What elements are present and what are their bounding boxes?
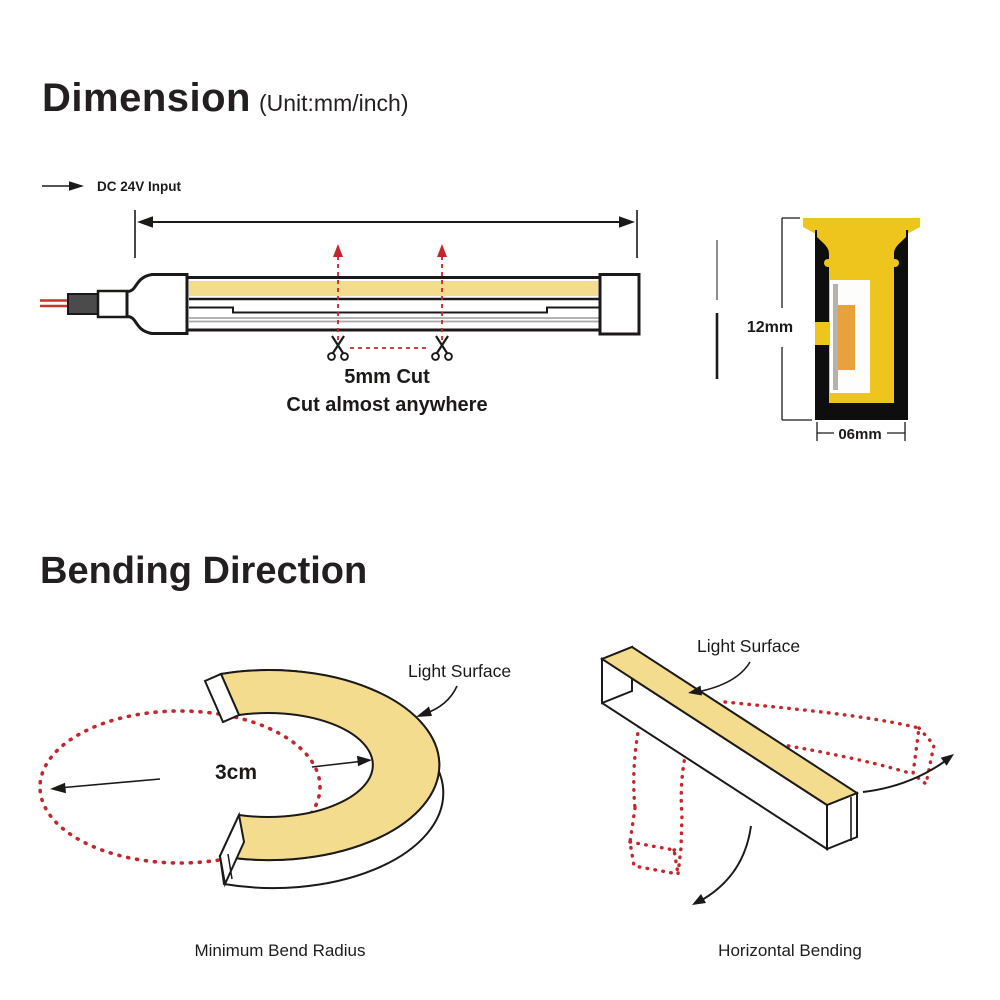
- cut-arrow-up-icon: [333, 244, 343, 257]
- curved-strip-light-surface: [218, 669, 441, 862]
- dimension-arrowhead-left-icon: [137, 216, 153, 228]
- bending-title-text: Bending Direction: [40, 550, 368, 592]
- light-surface-arrowhead-icon: [416, 706, 432, 717]
- horizontal-bend-caption: Horizontal Bending: [718, 941, 862, 960]
- curved-strip-end-face-bottom: [218, 811, 246, 888]
- bent-position-down-dotted: [628, 685, 697, 876]
- radius-arrowhead-right-icon: [357, 755, 372, 767]
- light-surface-arrowhead-icon: [688, 685, 702, 696]
- dimension-section-title: Dimension (Unit:mm/inch): [42, 76, 409, 121]
- cross-section-diagram: 12mm 06mm: [747, 217, 920, 443]
- dimension-arrowhead-right-icon: [619, 216, 635, 228]
- horizontal-bend-diagram: Light Surface: [599, 636, 954, 905]
- bending-section-title: Bending Direction: [40, 550, 367, 593]
- bend-radius-diagram: 3cm Light Surface: [38, 661, 511, 890]
- light-surface-pointer: [696, 661, 751, 693]
- cut-marks: 5mm Cut Cut almost anywhere: [286, 244, 488, 416]
- strip-drawing: [40, 273, 641, 336]
- bend-arrow-right: [862, 758, 949, 793]
- width-label: 06mm: [838, 426, 881, 443]
- bend-circle-dotted: [38, 709, 322, 865]
- strip-light-surface: [189, 281, 598, 296]
- end-cap-bell: [125, 273, 189, 335]
- dc-input-label: DC 24V Input: [97, 179, 182, 194]
- cut-title-label: 5mm Cut: [344, 366, 430, 388]
- dc-input-arrow-icon: [69, 181, 84, 191]
- profile-notch: [824, 259, 832, 267]
- height-label: 12mm: [747, 319, 793, 336]
- profile-notch: [891, 259, 899, 267]
- bend-arrow-down: [699, 825, 752, 902]
- radius-label: 3cm: [215, 761, 257, 784]
- strip-pcb-line: [189, 306, 599, 314]
- profile-led: [838, 305, 855, 370]
- scissors-icon: [327, 335, 349, 361]
- cut-arrow-up-icon: [437, 244, 447, 257]
- end-face-detail-line: [227, 853, 233, 880]
- cut-subtitle-label: Cut almost anywhere: [286, 394, 487, 416]
- radius-arrow-line: [311, 760, 361, 768]
- radius-arrowhead-left-icon: [50, 782, 66, 794]
- dimension-title-text: Dimension: [42, 76, 251, 120]
- strip-end-cap: [598, 273, 641, 336]
- length-dimension: [134, 210, 638, 258]
- profile-pcb: [833, 284, 838, 390]
- min-bend-caption: Minimum Bend Radius: [194, 941, 366, 960]
- connector-neck: [96, 289, 129, 319]
- bend-arrowhead-right-icon: [940, 754, 954, 766]
- scissors-icon: [431, 335, 453, 361]
- light-surface-label: Light Surface: [408, 661, 511, 681]
- profile-side-notch: [815, 322, 829, 345]
- bend-arrowhead-down-icon: [692, 894, 706, 905]
- dimension-figure: DC 24V Input: [40, 179, 920, 443]
- radius-arrow-line: [63, 778, 161, 789]
- curved-strip-end-face-top: [203, 672, 241, 724]
- light-surface-label: Light Surface: [697, 636, 800, 656]
- dimension-unit-text: (Unit:mm/inch): [258, 90, 409, 116]
- strip-light-surface: [599, 645, 860, 807]
- dc-input-callout: DC 24V Input: [42, 179, 182, 194]
- wire-sleeve: [67, 293, 99, 315]
